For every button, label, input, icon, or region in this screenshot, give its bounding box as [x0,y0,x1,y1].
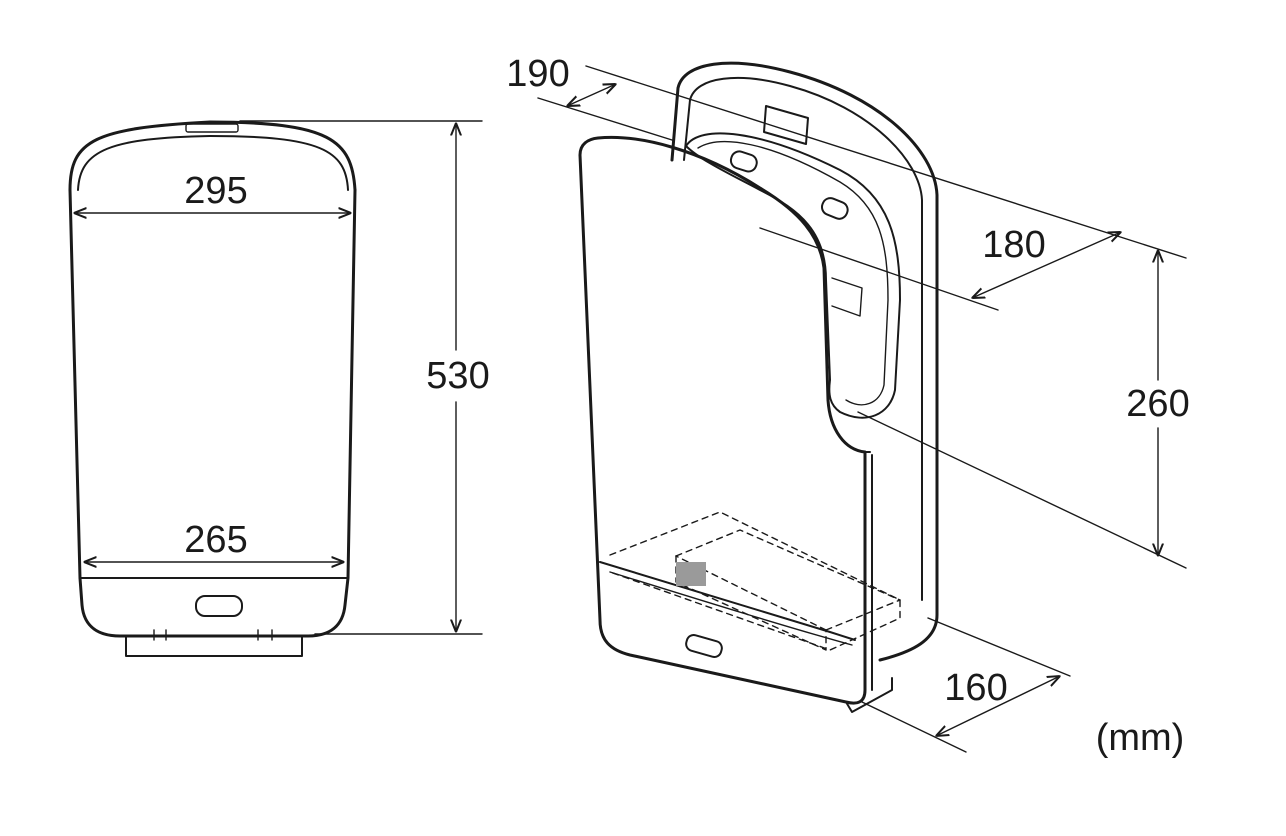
dim-line-180 [972,232,1121,298]
dim-label-190: 190 [506,53,569,95]
units-label: (mm) [1096,717,1185,759]
front-top-cap [68,120,357,192]
front-top-vent [185,123,239,133]
iso-internal-box-dashed [609,511,901,651]
isometric-view: 190 180 260 160 [506,53,1190,753]
iso-inner-slot [685,132,901,419]
dim-label-295: 295 [184,170,247,212]
front-base-plate [117,635,311,657]
front-view: 295 265 530 [68,120,490,657]
dim-line-160 [936,676,1060,736]
iso-front-sensor-window [685,634,723,658]
front-body-outline [68,188,357,638]
iso-slot-sensor-right [820,197,849,220]
front-sensor-window [195,595,243,617]
dim-line-190 [567,84,616,106]
iso-front-panel [578,135,867,705]
dim-label-180: 180 [982,224,1045,266]
dim-label-260: 260 [1126,383,1189,425]
dim-label-530: 530 [426,355,489,397]
dim-label-160: 160 [944,667,1007,709]
dim-label-265: 265 [184,519,247,561]
iso-slot-sensor-left [729,150,758,173]
iso-rear-housing [670,61,939,662]
iso-internal-filter [676,562,706,586]
